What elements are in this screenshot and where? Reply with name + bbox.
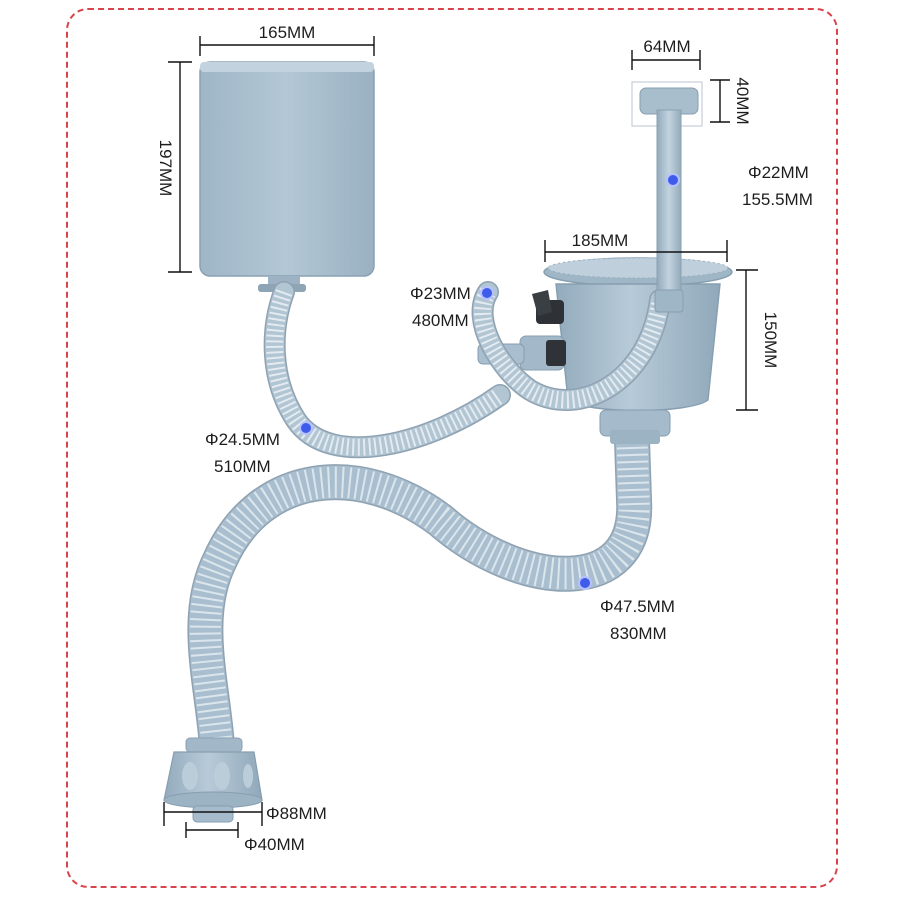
strainer-basket <box>477 257 733 444</box>
main-drain-hose <box>187 422 653 778</box>
label-handle-width: 64MM <box>643 37 690 56</box>
label-strainer-height: 150MM <box>761 312 780 369</box>
label-left-hose-diameter: Φ24.5MM <box>205 430 280 449</box>
marker-dot <box>578 576 592 590</box>
label-mid-hose-length: 480MM <box>412 311 469 330</box>
overflow-box <box>199 61 375 292</box>
label-pipe-diameter: Φ22MM <box>748 163 809 182</box>
overflow-standpipe <box>631 81 703 313</box>
label-strainer-width: 185MM <box>572 231 629 250</box>
label-mid-hose-diameter: Φ23MM <box>410 284 471 303</box>
marker-dot <box>480 286 494 300</box>
label-main-hose-diameter: Φ47.5MM <box>600 597 675 616</box>
label-pipe-length: 155.5MM <box>742 190 813 209</box>
label-box-width: 165MM <box>259 23 316 42</box>
label-main-hose-length: 830MM <box>610 624 667 643</box>
dimension-lines <box>163 36 758 838</box>
label-left-hose-length: 510MM <box>214 457 271 476</box>
outlet-cap <box>163 737 263 823</box>
label-cap-inner-diameter: Φ40MM <box>244 835 305 854</box>
dashed-frame <box>66 8 838 888</box>
callout-markers <box>299 173 680 590</box>
label-box-height: 197MM <box>156 140 175 197</box>
dimension-labels: 165MM 197MM 64MM 40MM Φ22MM 155.5MM 185M… <box>156 23 813 854</box>
label-cap-outer-diameter: Φ88MM <box>266 804 327 823</box>
label-handle-height: 40MM <box>733 77 752 124</box>
marker-dot <box>299 421 313 435</box>
marker-dot <box>666 173 680 187</box>
overflow-connector-hose <box>471 281 671 411</box>
